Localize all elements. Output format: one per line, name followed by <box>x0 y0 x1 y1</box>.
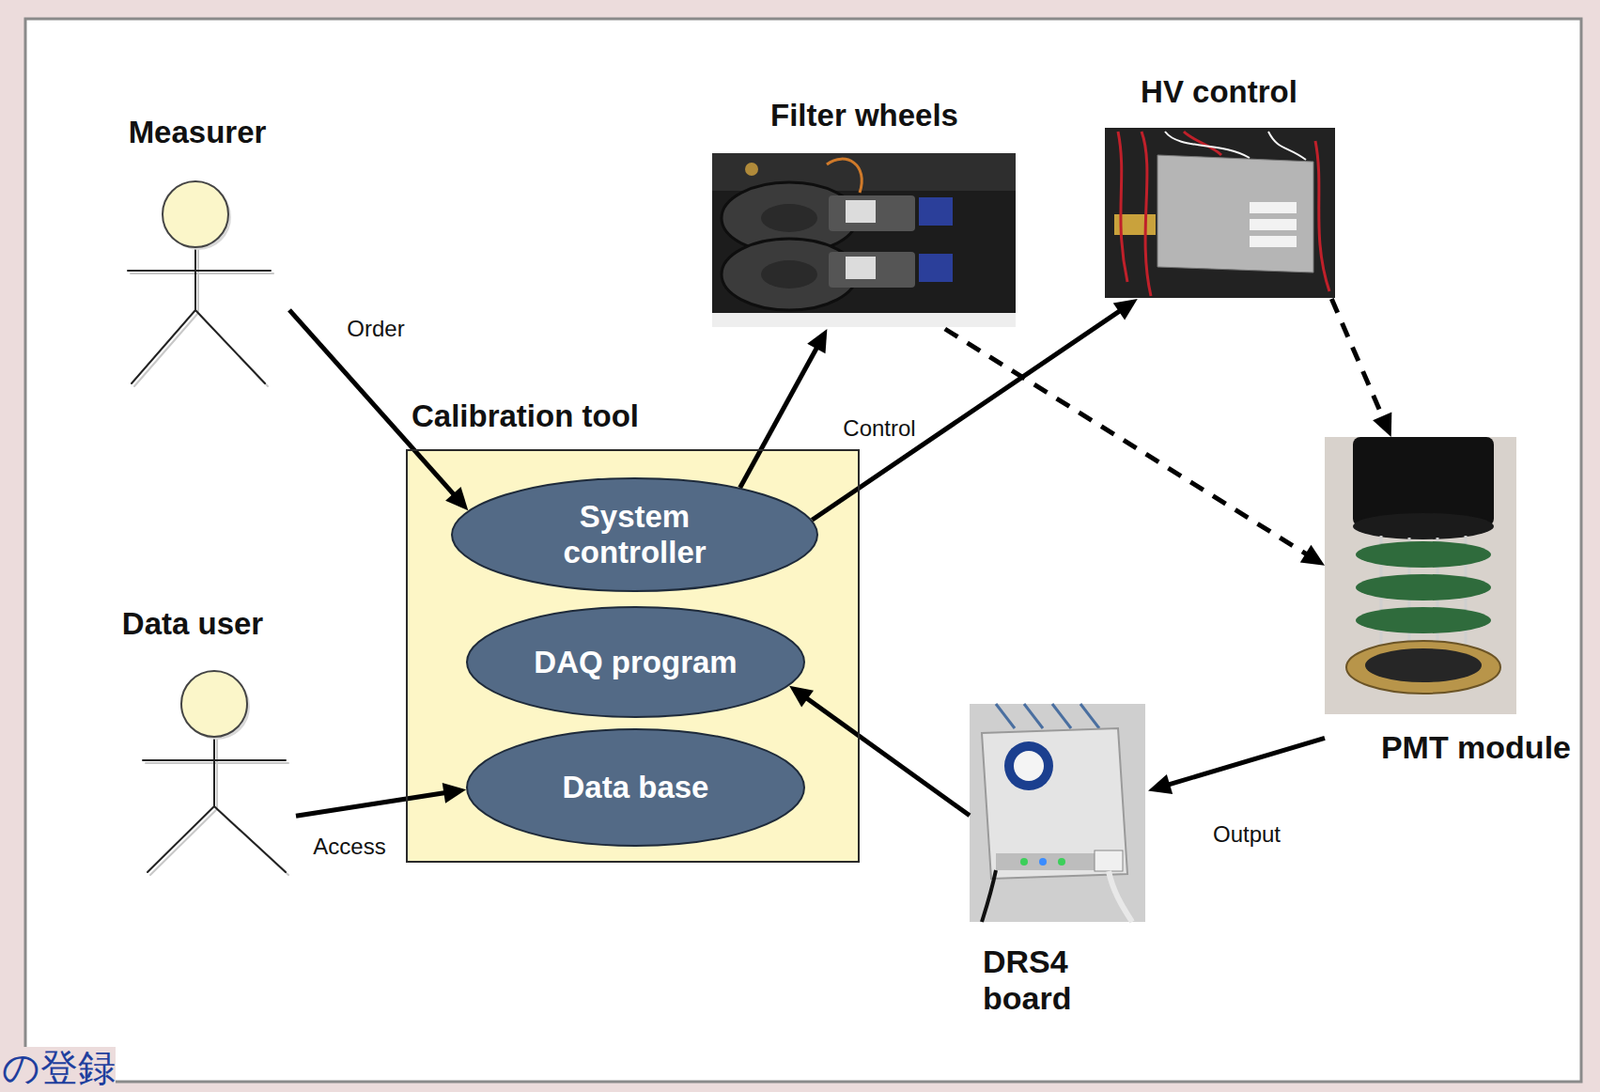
node-heading: DRS4 board <box>982 943 1115 1017</box>
drs4-board-photo <box>969 703 1146 922</box>
device-photo: DRS4 board <box>969 703 1149 1014</box>
edge-label: Order <box>343 315 407 342</box>
ellipse-outline <box>451 478 818 591</box>
edge-label: Output <box>1210 821 1284 848</box>
actor-figure <box>127 181 274 387</box>
arrow-head <box>1148 774 1173 794</box>
node-heading: Measurer <box>105 114 290 151</box>
edge-label-holder: Order <box>343 315 407 342</box>
connector <box>789 685 970 816</box>
connector-line <box>945 328 1308 555</box>
arrow-head <box>1372 412 1392 437</box>
node-heading: Calibration tool <box>411 398 639 435</box>
arrow-head <box>807 328 827 354</box>
node-heading: PMT module <box>1324 729 1571 766</box>
connector-line <box>806 697 970 815</box>
slide-note: の登録 <box>1 1046 116 1088</box>
dashed-connector <box>945 328 1325 566</box>
actor: Data user <box>89 605 296 879</box>
process-ellipse: Data base <box>466 728 806 847</box>
process-ellipse: System controller <box>450 477 819 592</box>
arrow-head <box>789 685 814 708</box>
edge-label: Control <box>839 415 918 442</box>
edge-label-holder: Access <box>310 833 389 860</box>
node-heading: Filter wheels <box>709 97 1020 134</box>
edge-label-holder: Output <box>1210 821 1284 848</box>
connector <box>295 782 467 816</box>
arrow-head <box>1300 544 1325 566</box>
edge-label: Access <box>310 833 389 860</box>
ellipse-outline <box>466 729 805 846</box>
connector-line <box>1331 298 1383 419</box>
hv-control-photo <box>1104 127 1336 298</box>
connector-line <box>295 792 446 817</box>
arrow-head <box>445 486 468 511</box>
dashed-connector <box>1331 298 1392 437</box>
tool-fill <box>405 449 860 863</box>
connector <box>740 328 828 488</box>
arrow-head <box>1113 298 1138 321</box>
connector <box>811 298 1137 520</box>
note-holder: の登録 <box>1 1046 116 1088</box>
device-photo: PMT module <box>1324 436 1571 776</box>
connector <box>1148 737 1325 794</box>
connector-line <box>740 346 818 488</box>
arrow-head <box>442 782 467 804</box>
actor-figure <box>142 670 289 875</box>
edge-label-holder: Control <box>839 415 918 442</box>
connector-line <box>1167 737 1325 785</box>
filter-wheels-photo <box>712 153 1016 327</box>
pmt-module-photo <box>1324 436 1517 715</box>
process-label: System controller <box>522 498 748 571</box>
process-label: Data base <box>562 769 710 806</box>
process-ellipse: DAQ program <box>466 605 806 718</box>
device-photo: HV control <box>1099 70 1339 299</box>
node-heading: HV control <box>1099 74 1339 110</box>
panel <box>25 18 1582 1082</box>
process-label: DAQ program <box>533 644 737 681</box>
tool-box: Calibration toolSystem controllerDAQ pro… <box>405 449 860 863</box>
device-photo: Filter wheels <box>709 93 1020 329</box>
node-heading: Data user <box>89 605 296 642</box>
ellipse-outline <box>466 606 805 717</box>
tool-fill-rect <box>405 449 860 863</box>
actor: Measurer <box>105 114 290 388</box>
